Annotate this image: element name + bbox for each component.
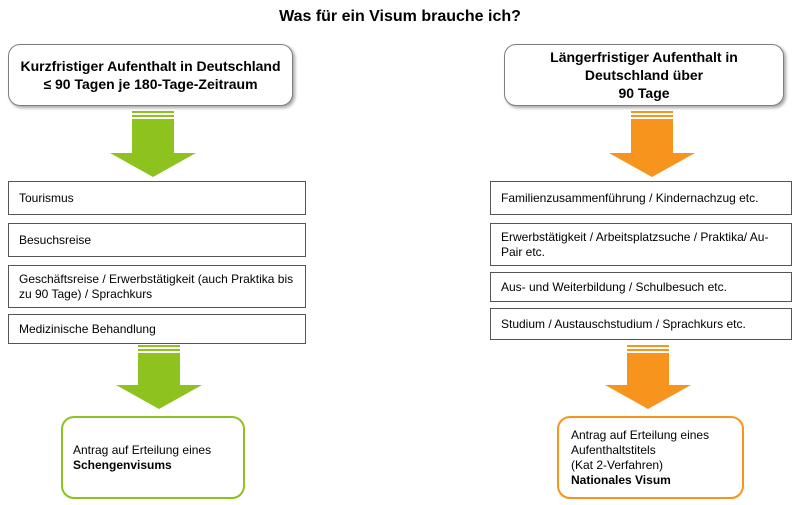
arrow-stripe [627, 349, 669, 351]
item-label: Tourismus [19, 190, 74, 205]
long-stay-item-education: Aus- und Weiterbildung / Schulbesuch etc… [490, 272, 792, 302]
page-title: Was für ein Visum brauche ich? [279, 8, 521, 25]
orange-arrow-down-top-icon [609, 111, 695, 177]
schengen-result-bold: Schengenvisums [73, 457, 172, 472]
long-stay-item-family: Familienzusammenführung / Kindernachzug … [490, 181, 792, 215]
green-arrow-down-top-icon [110, 111, 196, 177]
item-label: Studium / Austauschstudium / Sprachkurs … [501, 316, 746, 331]
item-label: Besuchsreise [19, 232, 92, 247]
long-stay-item-study: Studium / Austauschstudium / Sprachkurs … [490, 308, 792, 340]
arrow-body [605, 353, 691, 409]
item-label: Familienzusammenführung / Kindernachzug … [501, 190, 759, 205]
orange-arrow-down-bottom-icon [605, 345, 691, 409]
national-result-line3: (Kat 2-Verfahren) [571, 457, 664, 472]
arrow-body [110, 119, 196, 177]
short-stay-item-visit: Besuchsreise [8, 223, 306, 257]
arrow-stripe [631, 111, 673, 113]
arrow-stripe [631, 115, 673, 117]
short-stay-item-business: Geschäftsreise / Erwerbstätigkeit (auch … [8, 265, 306, 308]
arrow-stripe [138, 345, 180, 347]
long-stay-header-line2: Deutschland über [584, 67, 704, 83]
arrow-stripe [627, 345, 669, 347]
schengen-result-line1: Antrag auf Erteilung eines [73, 442, 212, 457]
short-stay-header: Kurzfristiger Aufenthalt in Deutschland … [8, 44, 293, 106]
national-result-line2: Aufenthaltstitels [571, 442, 656, 457]
long-stay-header: Längerfristiger Aufenthalt in Deutschlan… [504, 44, 784, 106]
arrow-body [116, 353, 202, 409]
long-stay-header-line3: 90 Tage [618, 85, 670, 101]
short-stay-item-tourism: Tourismus [8, 181, 306, 215]
short-stay-header-line2: ≤ 90 Tagen je 180-Tage-Zeitraum [43, 76, 258, 92]
arrow-stripe [132, 115, 174, 117]
long-stay-item-employment: Erwerbstätigkeit / Arbeitsplatzsuche / P… [490, 223, 792, 266]
national-result-line1: Antrag auf Erteilung eines [571, 427, 710, 442]
schengen-visa-result: Antrag auf Erteilung eines Schengenvisum… [61, 416, 245, 499]
item-label: Geschäftsreise / Erwerbstätigkeit (auch … [19, 271, 294, 301]
item-label: Aus- und Weiterbildung / Schulbesuch etc… [501, 279, 727, 294]
item-label: Erwerbstätigkeit / Arbeitsplatzsuche / P… [501, 229, 769, 259]
short-stay-item-medical: Medizinische Behandlung [8, 314, 306, 344]
arrow-body [609, 119, 695, 177]
arrow-stripe [132, 111, 174, 113]
national-result-bold: Nationales Visum [571, 472, 671, 487]
national-visa-result: Antrag auf Erteilung eines Aufenthaltsti… [557, 416, 744, 499]
arrow-stripe [138, 349, 180, 351]
long-stay-header-line1: Längerfristiger Aufenthalt in [550, 49, 738, 65]
green-arrow-down-bottom-icon [116, 345, 202, 409]
short-stay-header-line1: Kurzfristiger Aufenthalt in Deutschland [20, 58, 281, 74]
item-label: Medizinische Behandlung [19, 321, 156, 336]
